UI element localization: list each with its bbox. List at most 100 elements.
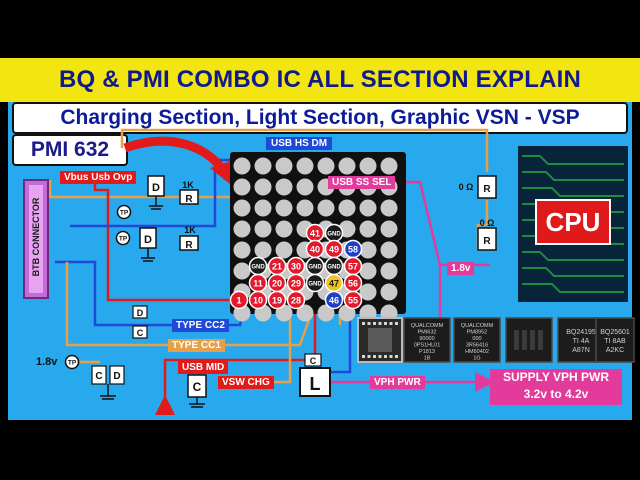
resistor-1k-mid-value: 1K <box>184 225 196 235</box>
test-point-label: TP <box>119 236 128 243</box>
cpu-chip <box>535 199 611 245</box>
net-vbus-usb-ovp: Vbus Usb Ovp <box>60 171 137 184</box>
btb-connector-inner <box>29 185 43 293</box>
resistor-0ohm-top: R 0 Ω <box>459 175 497 199</box>
ic-pin-57: 57 <box>343 256 363 276</box>
ic-pin-label: 58 <box>348 245 358 255</box>
svg-text:C: C <box>95 371 102 382</box>
chip-marking: PM8952 <box>467 330 488 336</box>
ic-ball <box>338 157 356 175</box>
resistor-1k-mid: R 1K <box>179 225 199 251</box>
supply-box: SUPPLY VPH PWR 3.2v to 4.2v <box>490 369 622 405</box>
chip-marking: 1B <box>424 356 431 362</box>
ic-pin-label: 29 <box>291 279 301 289</box>
ic-ball <box>233 220 251 238</box>
ic-pin-label: GND <box>327 232 341 238</box>
svg-text:R: R <box>185 240 193 251</box>
svg-text:L: L <box>310 374 321 394</box>
ic-pin-gnd: GND <box>324 256 344 276</box>
net-type-cc2: TYPE CC2 <box>172 319 229 332</box>
ic-pin-label: 1 <box>236 296 241 306</box>
ic-ball <box>275 199 293 217</box>
ic-pin-label: GND <box>308 282 322 288</box>
resistor-1k-top-value: 1K <box>182 180 194 190</box>
ic-ball <box>380 220 398 238</box>
resistor-1k-top: R 1K <box>179 180 199 205</box>
ic-pin-11: 11 <box>248 273 268 293</box>
pointer-arrow <box>123 136 232 181</box>
ic-ball <box>359 220 377 238</box>
ic-ball <box>233 199 251 217</box>
net-usb-ss-sel: USB SS SEL <box>328 176 396 189</box>
ic-pin-29: 29 <box>286 273 306 293</box>
cpu-board-trace <box>522 187 624 197</box>
ic-pin-label: 55 <box>348 296 358 306</box>
chip-marking: PMI632 <box>418 330 437 336</box>
ic-pin-gnd: GND <box>248 256 268 276</box>
ic-ball <box>317 157 335 175</box>
net-1-8v-left: 1.8v <box>36 356 58 368</box>
resistor-0ohm-top-value: 0 Ω <box>459 182 474 192</box>
ic-pin-label: 21 <box>272 262 282 272</box>
ic-ball <box>233 262 251 280</box>
btb-connector-label: BTB CONNECTOR <box>31 197 41 277</box>
ic-pin-30: 30 <box>286 256 306 276</box>
cpu-board: CPU <box>518 146 628 302</box>
chip-marking: 000 <box>472 336 481 342</box>
cpu-board-trace <box>522 283 624 293</box>
ic-pin-label: 46 <box>329 296 339 306</box>
ic-ball <box>275 157 293 175</box>
page-title: BQ & PMI COMBO IC ALL SECTION EXPLAIN <box>0 58 640 102</box>
capacitor-diode-pair: C D <box>91 365 125 400</box>
resistor-0ohm-bottom-value: 0 Ω <box>480 218 495 228</box>
ic-ball <box>275 220 293 238</box>
chip-qfn <box>357 317 403 363</box>
chip-marking: TI 8AB <box>604 338 626 345</box>
ic-ball <box>359 241 377 259</box>
ic-pin-label: 57 <box>348 262 358 272</box>
chip-3 <box>505 317 553 363</box>
svg-text:R: R <box>483 236 491 247</box>
capacitor-usb-mid: C <box>187 374 207 408</box>
net-vph-pwr: VPH PWR <box>370 376 425 389</box>
ic-pin-label: 28 <box>291 296 301 306</box>
chip-marking: TI 4A <box>573 338 590 345</box>
trace-type-cc2 <box>55 249 260 327</box>
ic-ball <box>380 157 398 175</box>
ic-ball <box>359 262 377 280</box>
test-point-1: TP <box>116 204 132 220</box>
ic-ball <box>254 241 272 259</box>
ic-pin-label: 20 <box>272 279 282 289</box>
ic-ball <box>338 199 356 217</box>
ic-ball <box>254 157 272 175</box>
svg-text:D: D <box>113 371 120 382</box>
svg-text:C: C <box>310 356 317 366</box>
ic-ball <box>317 304 335 322</box>
ic-ball <box>296 178 314 196</box>
chip-marking: 3R56416 <box>466 343 488 349</box>
chip-marking: HM60402 <box>465 349 489 355</box>
ic-pin-label: 47 <box>329 279 339 289</box>
ic-pin-label: 40 <box>310 245 320 255</box>
supply-line-2: 3.2v to 4.2v <box>523 387 589 401</box>
ic-pin-gnd: GND <box>324 223 344 243</box>
trace-top-orange <box>120 128 489 172</box>
chip-marking: BQ25601 <box>600 329 630 336</box>
ic-pin-1: 1 <box>229 290 249 310</box>
net-type-cc1: TYPE CC1 <box>168 339 225 352</box>
ic-pin-46: 46 <box>324 290 344 310</box>
ic-ball <box>233 157 251 175</box>
ic-pin-label: 49 <box>329 245 339 255</box>
ic-pin-label: GND <box>327 265 341 271</box>
ic-ball <box>275 178 293 196</box>
ic-pin-20: 20 <box>267 273 287 293</box>
ic-pin-56: 56 <box>343 273 363 293</box>
ic-pin-label: 11 <box>253 279 263 289</box>
ic-pin-19: 19 <box>267 290 287 310</box>
cpu-board-trace <box>522 267 624 277</box>
